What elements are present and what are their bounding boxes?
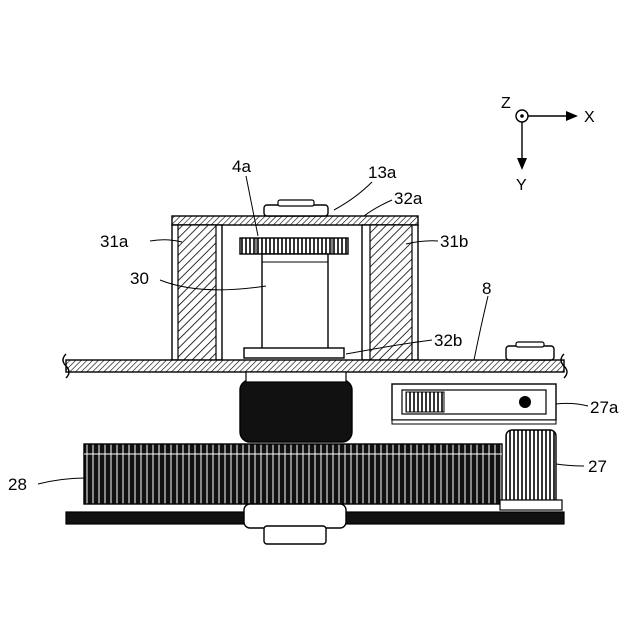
- arm-27a-gear: [406, 392, 444, 412]
- label-32a: 32a: [394, 189, 423, 208]
- left-wall-hatch: [178, 225, 216, 360]
- leader-32a: [364, 200, 392, 216]
- leader-4a: [246, 176, 258, 236]
- y-axis-arrowhead: [517, 158, 527, 170]
- shaft-cap-top: [278, 200, 314, 206]
- x-axis-arrowhead: [566, 111, 578, 121]
- label-31b: 31b: [440, 232, 468, 251]
- bottom-shaft-end: [264, 526, 326, 544]
- leader-27a: [556, 403, 588, 406]
- bearing-32b: [244, 348, 344, 358]
- gear-27: [506, 430, 556, 506]
- plate-boss-top: [516, 342, 544, 347]
- cover-plate-13a: [172, 216, 418, 225]
- gear-28: [84, 444, 502, 504]
- label-4a: 4a: [232, 157, 251, 176]
- axis-label-y: Y: [516, 177, 527, 194]
- arm-27a-pin: [519, 396, 531, 408]
- drive-pinion: [240, 380, 352, 442]
- gear-27-collar: [500, 500, 562, 510]
- label-30: 30: [130, 269, 149, 288]
- drive-pinion-flange: [246, 372, 346, 382]
- label-27a: 27a: [590, 398, 619, 417]
- bottom-bearing: [244, 504, 346, 528]
- shaft-cap: [264, 205, 328, 216]
- lower-mechanism: [66, 372, 564, 544]
- rotor-30: [262, 254, 328, 350]
- axis-label-x: X: [584, 109, 595, 126]
- z-axis-dot: [520, 114, 524, 118]
- plate-boss: [506, 346, 554, 360]
- axis-label-z: Z: [501, 95, 511, 112]
- label-27: 27: [588, 457, 607, 476]
- label-32b: 32b: [434, 331, 462, 350]
- leader-13a: [334, 182, 372, 210]
- base-plate-body: [66, 360, 564, 372]
- axis-indicator: Z X Y: [501, 95, 595, 194]
- right-wall-hatch: [370, 225, 412, 360]
- leader-8: [474, 296, 488, 360]
- label-28: 28: [8, 475, 27, 494]
- label-13a: 13a: [368, 163, 397, 182]
- leader-28: [38, 478, 86, 484]
- label-8: 8: [482, 279, 491, 298]
- leader-27: [556, 464, 584, 466]
- housing: [172, 200, 418, 360]
- label-31a: 31a: [100, 232, 129, 251]
- arm-27a-lip: [392, 420, 556, 424]
